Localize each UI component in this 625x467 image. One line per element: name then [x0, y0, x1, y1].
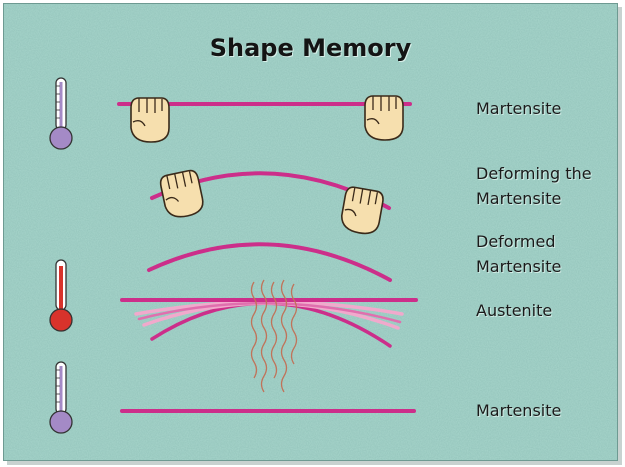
label-text: Deforming the	[476, 161, 592, 186]
label-martensite-bottom: Martensite	[476, 398, 561, 423]
label-deformed: Deformed Martensite	[476, 229, 561, 279]
label-text: Martensite	[476, 99, 561, 118]
diagram-panel: Shape Memory Martensite Deforming the Ma…	[3, 3, 618, 461]
label-text: Martensite	[476, 186, 592, 211]
label-text: Martensite	[476, 401, 561, 420]
label-austenite: Austenite	[476, 298, 552, 323]
page-title: Shape Memory	[4, 34, 617, 62]
label-martensite-top: Martensite	[476, 96, 561, 121]
label-text: Martensite	[476, 254, 561, 279]
label-text: Austenite	[476, 301, 552, 320]
label-text: Deformed	[476, 229, 561, 254]
label-deforming: Deforming the Martensite	[476, 161, 592, 211]
hand-icon	[131, 98, 169, 142]
hand-icon	[365, 96, 403, 140]
